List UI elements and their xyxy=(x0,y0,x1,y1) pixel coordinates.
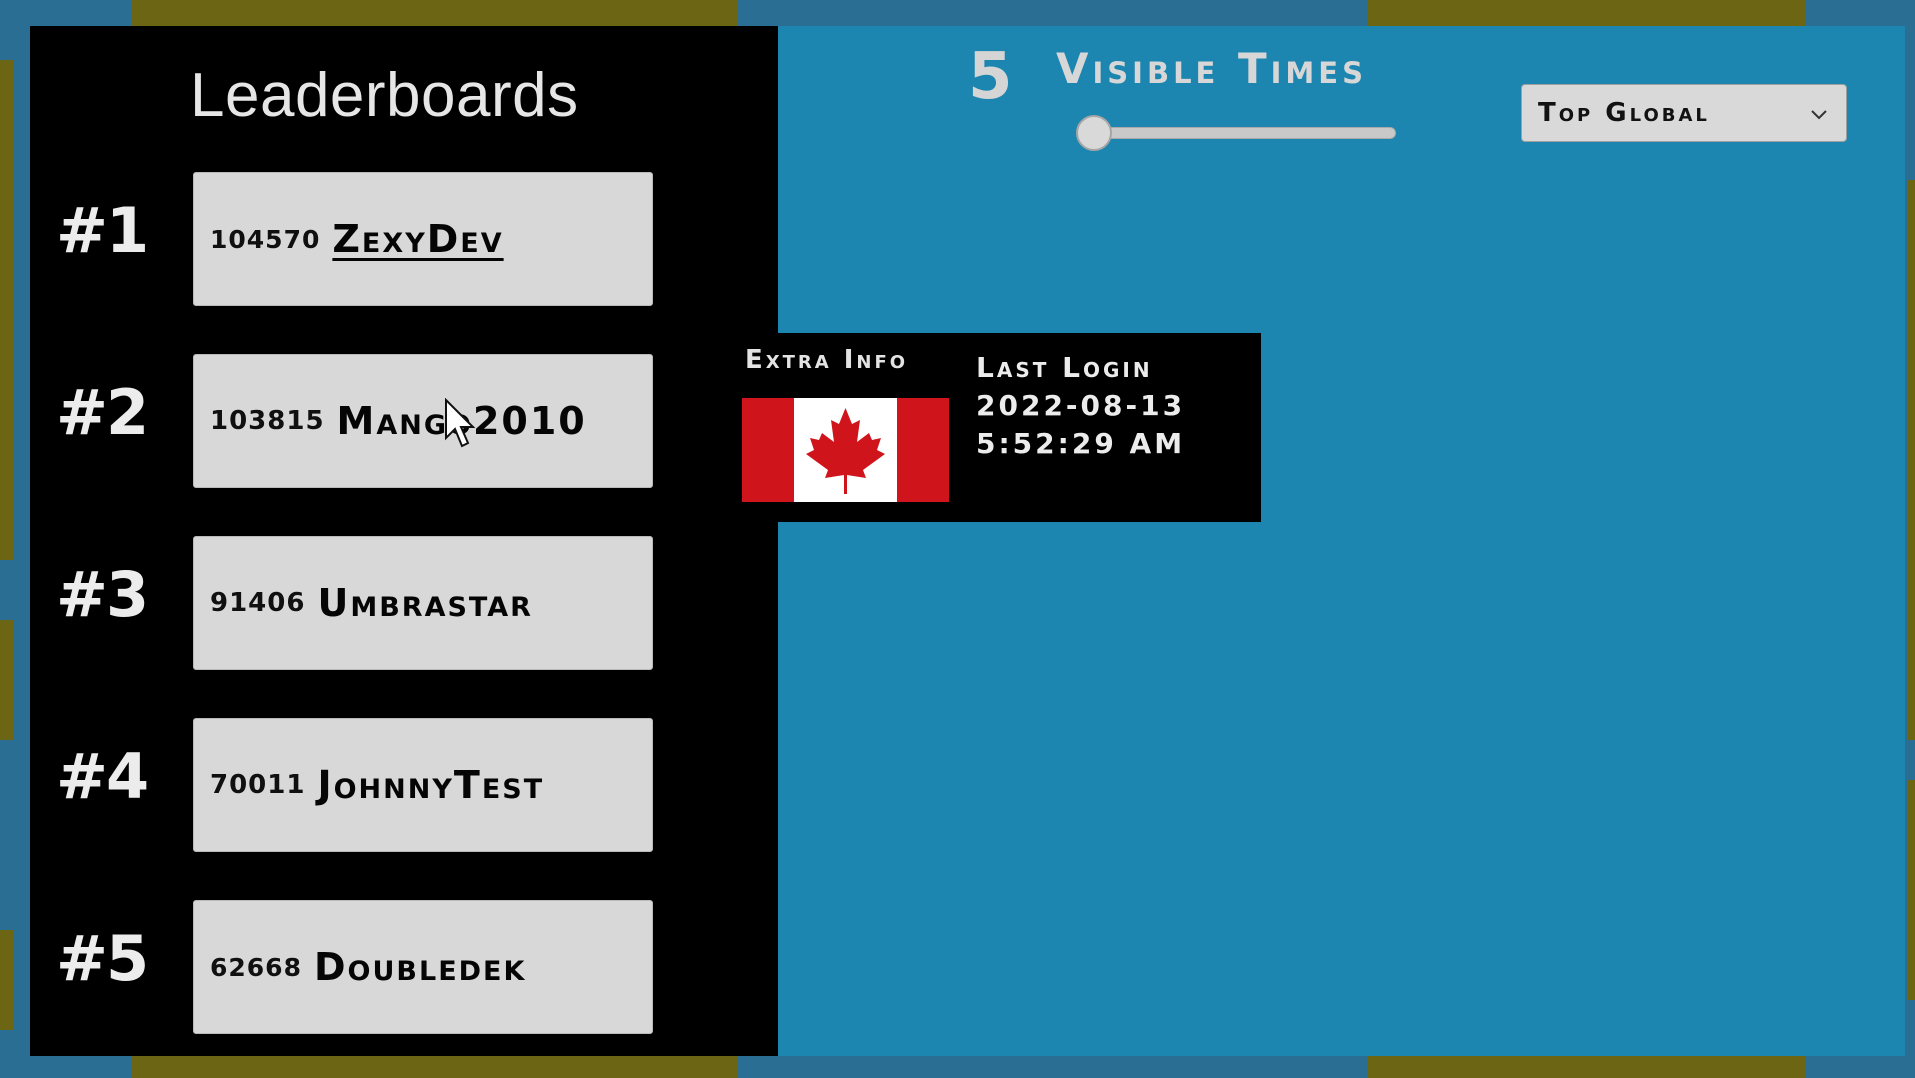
last-login-value: 2022-08-13 5:52:29 AM xyxy=(976,389,1186,460)
rank-label: #3 xyxy=(56,558,149,631)
leaderboard-row: #5 62668 Doubledek xyxy=(30,900,778,1036)
leaderboard-row: #3 91406 Umbrastar xyxy=(30,536,778,672)
extra-info-popup: Extra Info Last Login 2022-08-13 5:52:29… xyxy=(740,333,1261,522)
frame-segment xyxy=(1368,1056,1806,1078)
leaderboard-entry-button[interactable]: 62668 Doubledek xyxy=(193,900,653,1034)
leaderboard-entry-button[interactable]: 91406 Umbrastar xyxy=(193,536,653,670)
leaderboard-panel: Leaderboards #1 104570 ZexyDev #2 103815… xyxy=(30,26,778,1056)
leaderboard-row: #4 70011 JohnnyTest xyxy=(30,718,778,854)
leaderboard-entry-button[interactable]: 104570 ZexyDev xyxy=(193,172,653,306)
leaderboard-entry-button[interactable]: 70011 JohnnyTest xyxy=(193,718,653,852)
frame-segment xyxy=(1907,180,1915,740)
slider-thumb[interactable] xyxy=(1076,115,1112,151)
frame-segment xyxy=(132,1056,738,1078)
last-login-label: Last Login xyxy=(976,351,1153,384)
frame-segment xyxy=(1907,780,1915,1000)
leaderboard-row: #1 104570 ZexyDev xyxy=(30,172,778,308)
score-value: 62668 xyxy=(210,952,302,982)
visible-count: 5 xyxy=(968,40,1013,114)
visible-times-slider[interactable] xyxy=(1076,115,1400,151)
player-name: Umbrastar xyxy=(317,581,533,625)
frame-right xyxy=(1905,0,1915,1078)
rank-label: #4 xyxy=(56,740,149,813)
rank-label: #2 xyxy=(56,376,149,449)
frame-segment xyxy=(0,620,14,740)
slider-track[interactable] xyxy=(1090,127,1396,139)
leaderboard-filter-dropdown[interactable]: Top Global xyxy=(1521,84,1847,142)
dropdown-selected-value: Top Global xyxy=(1538,98,1710,128)
leaderboard-entry-button[interactable]: 103815 Mango2010 xyxy=(193,354,653,488)
frame-bottom xyxy=(0,1056,1915,1078)
frame-top xyxy=(0,0,1915,26)
frame-segment xyxy=(0,60,14,560)
score-value: 103815 xyxy=(210,406,325,436)
leaderboard-title: Leaderboards xyxy=(190,61,579,130)
canada-flag-icon xyxy=(742,398,949,502)
mouse-cursor-icon xyxy=(445,398,476,448)
frame-left xyxy=(0,0,30,1078)
score-value: 70011 xyxy=(210,770,306,800)
rank-label: #1 xyxy=(56,194,149,267)
chevron-down-icon xyxy=(1811,110,1827,120)
player-name: Doubledek xyxy=(313,945,527,989)
last-login-info: Last Login 2022-08-13 5:52:29 AM xyxy=(976,349,1236,463)
player-name: JohnnyTest xyxy=(317,763,545,807)
extra-info-title: Extra Info xyxy=(745,345,909,375)
visible-times-label: Visible Times xyxy=(1056,44,1367,93)
frame-segment xyxy=(0,930,14,1030)
frame-segment xyxy=(132,0,738,26)
player-name: ZexyDev xyxy=(332,217,504,261)
frame-segment xyxy=(1368,0,1806,26)
score-value: 91406 xyxy=(210,588,306,618)
rank-label: #5 xyxy=(56,922,149,995)
score-value: 104570 xyxy=(210,224,321,254)
leaderboard-row: #2 103815 Mango2010 xyxy=(30,354,778,490)
